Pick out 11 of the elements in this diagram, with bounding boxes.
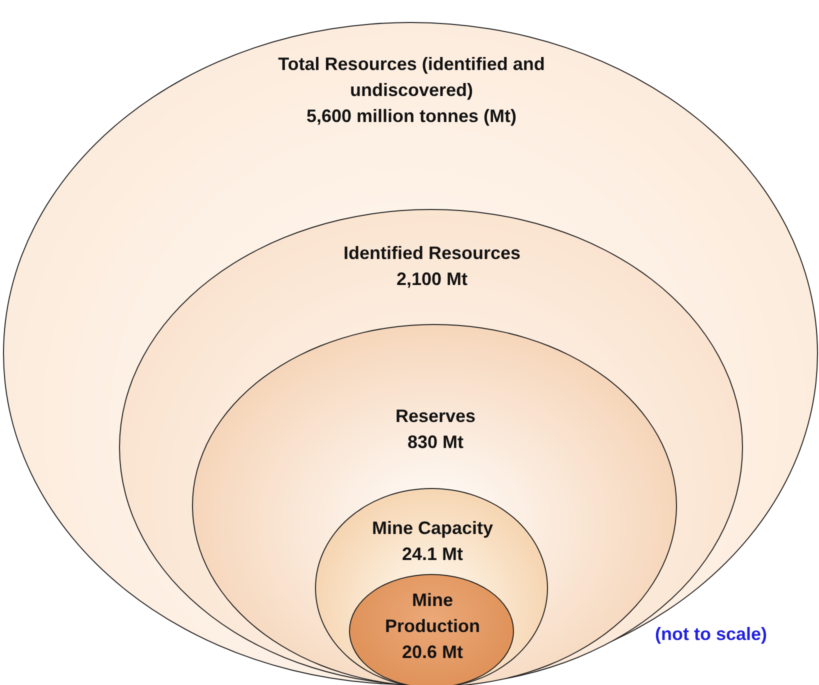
category-label: Mine Capacity [370, 517, 494, 540]
amount-label: 2,100 Mt [395, 268, 469, 291]
amount-label: 20.6 Mt [400, 641, 464, 664]
amount-label: 5,600 million tonnes (Mt) [305, 105, 518, 128]
amount-label: 830 Mt [406, 431, 465, 454]
category-label: Reserves [394, 405, 477, 428]
amount-label: 24.1 Mt [400, 543, 464, 566]
category-label: Identified Resources [342, 242, 522, 265]
category-label: Total Resources (identified and undiscovered) [277, 53, 546, 102]
category-label: Mine Production [384, 589, 481, 638]
note: (not to scale) [655, 624, 768, 645]
